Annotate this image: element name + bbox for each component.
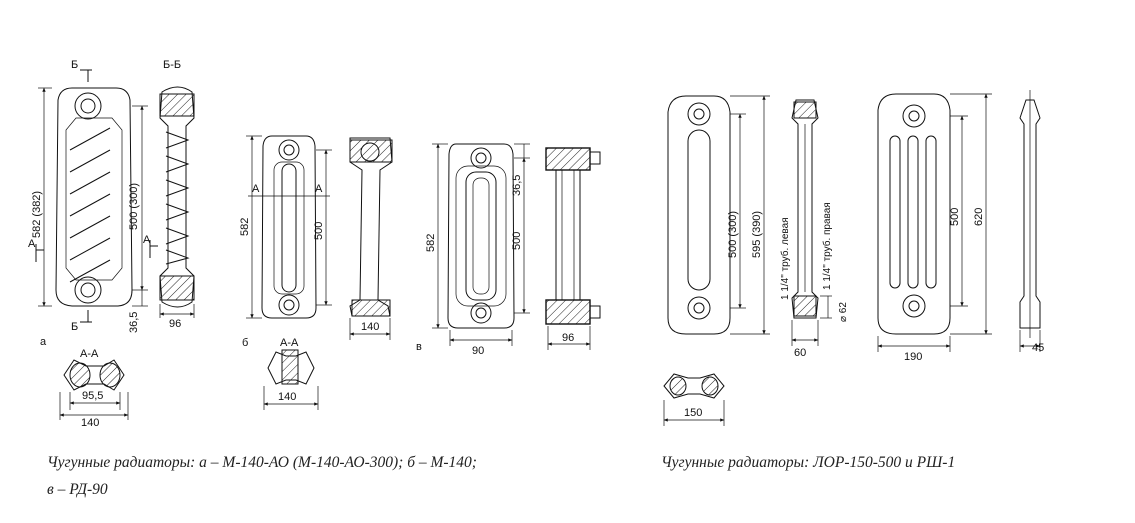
a-mark-left: А [28, 238, 36, 250]
radiator-a-section [59, 359, 129, 420]
caption-right-line1: Чугунные радиаторы: ЛОР-150-500 и РШ-1 [661, 454, 956, 471]
caption-left-line1: Чугунные радиаторы: а – М-140-АО (М-140-… [47, 454, 477, 471]
caption-left-line2: в – РД-90 [47, 481, 108, 498]
dim-rsh-depth: 45 [1032, 342, 1044, 354]
b-a-mark-right: А [315, 183, 323, 195]
radiator-b-front [246, 135, 332, 319]
dim-lor-pipe-left: 1 1/4" труб. левая [779, 217, 791, 300]
dim-lor-dia: ⌀ 62 [838, 302, 849, 322]
dim-v-depth: 96 [562, 332, 574, 344]
radiator-lor-side [791, 99, 832, 346]
radiator-rsh-side [1019, 90, 1041, 352]
radiator-v-front [432, 143, 530, 346]
dim-a-base: 36,5 [128, 312, 140, 333]
dim-lor-pipe-right: 1 1/4" труб. правая [821, 202, 833, 290]
dim-a-axis: 500 (300) [128, 183, 140, 230]
aa-section-a-label: А-А [80, 348, 99, 360]
dim-v-top: 36,5 [511, 175, 523, 196]
radiator-rsh-front [877, 93, 992, 352]
dim-b-sec: 140 [278, 391, 296, 403]
bb-mark-bottom: Б [71, 321, 78, 333]
radiator-b-section [263, 349, 319, 410]
radiator-a-side [149, 86, 195, 318]
a-mark-right: А [143, 234, 151, 246]
caption-right: Чугунные радиаторы: ЛОР-150-500 и РШ-1 [661, 449, 1121, 476]
label-b: б [242, 337, 248, 349]
dim-rsh-width: 190 [904, 351, 922, 363]
dim-b-height: 582 [239, 218, 251, 236]
dim-lor-height: 595 (390) [751, 211, 763, 258]
dim-b-axis: 500 [313, 222, 325, 240]
label-a: а [40, 336, 47, 348]
radiator-a-front [35, 69, 148, 323]
radiator-b-side [349, 137, 393, 340]
aa-section-b-label: А-А [280, 337, 299, 349]
caption-left: Чугунные радиаторы: а – М-140-АО (М-140-… [47, 449, 607, 503]
dim-rsh-height: 620 [973, 208, 985, 226]
radiator-lor-section [663, 373, 725, 426]
bb-mark-top: Б [71, 59, 78, 71]
dim-a-depth: 96 [169, 318, 181, 330]
dim-lor-axis: 500 (300) [727, 211, 739, 258]
dim-a-sec-inner: 95,5 [82, 390, 103, 402]
dim-b-depth: 140 [361, 321, 379, 333]
radiator-lor-front [667, 95, 770, 335]
dim-a-height: 582 (382) [31, 191, 43, 238]
dim-lor-depth: 60 [794, 347, 806, 359]
dim-v-axis: 500 [511, 232, 523, 250]
dim-lor-sec: 150 [684, 407, 702, 419]
dim-rsh-axis: 500 [949, 208, 961, 226]
label-v: в [416, 341, 422, 353]
radiator-v-side [545, 147, 601, 350]
bb-section-label: Б-Б [163, 59, 181, 71]
dim-v-width: 90 [472, 345, 484, 357]
dim-a-sec-outer: 140 [81, 417, 99, 429]
b-a-mark-left: А [252, 183, 260, 195]
dim-v-height: 582 [425, 234, 437, 252]
